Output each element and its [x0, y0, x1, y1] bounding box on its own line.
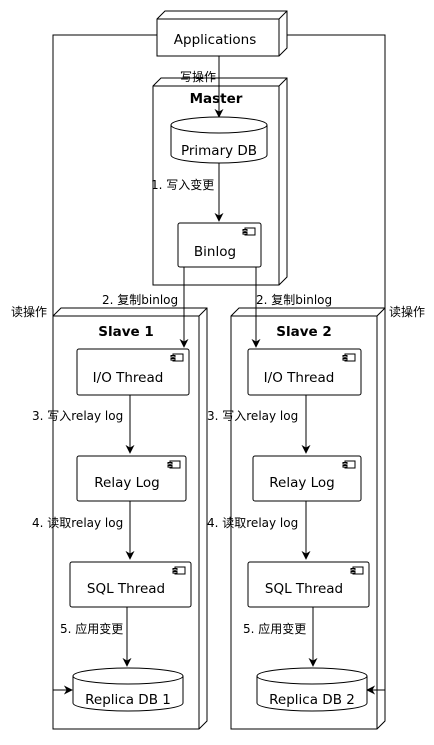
read-op-left-label: 读操作: [11, 304, 47, 319]
copy-binlog-edges: 2. 复制binlog 2. 复制binlog: [102, 267, 332, 348]
primary-db-label: Primary DB: [181, 143, 257, 159]
copy-binlog-label-1: 2. 复制binlog: [102, 293, 178, 307]
slave1-replica-db-label: Replica DB 1: [85, 692, 171, 708]
applications-label: Applications: [174, 32, 256, 48]
slave2-title: Slave 2: [276, 324, 332, 340]
read-edge-left: [52, 34, 157, 695]
slave2-node: Slave 2: [230, 307, 386, 730]
slave2-replica-db: Replica DB 2: [256, 667, 368, 712]
write-edge: 写操作: [180, 56, 224, 118]
master-title: Master: [190, 91, 243, 107]
write-changes-label: 1. 写入变更: [151, 177, 214, 192]
slave2-relay-log: Relay Log: [252, 455, 362, 502]
applications-node: Applications: [156, 10, 288, 57]
read-relay-label-1: 4. 读取relay log: [32, 516, 123, 530]
write-op-label: 写操作: [180, 69, 216, 84]
primary-db: Primary DB: [170, 116, 268, 164]
edge-write-changes: 1. 写入变更: [151, 163, 224, 222]
binlog-component: Binlog: [177, 222, 262, 268]
read-edges: 读操作 读操作: [11, 34, 425, 695]
slave1-title: Slave 1: [98, 324, 154, 340]
slave1-sql-thread: SQL Thread: [69, 561, 192, 608]
slave1-replica-db: Replica DB 1: [72, 667, 184, 712]
write-relay-label-2: 3. 写入relay log: [207, 409, 298, 423]
slave1-relay-log: Relay Log: [76, 455, 187, 502]
slave2-io-thread: I/O Thread: [247, 348, 362, 396]
slave2-replica-db-label: Replica DB 2: [269, 692, 355, 708]
slave1-io-thread-label: I/O Thread: [93, 370, 164, 386]
slave2-relay-log-label: Relay Log: [269, 475, 335, 491]
slave1-sql-thread-label: SQL Thread: [87, 581, 165, 597]
binlog-label: Binlog: [194, 244, 236, 260]
slave1-relay-log-label: Relay Log: [94, 475, 160, 491]
apply-changes-label-2: 5. 应用变更: [243, 621, 306, 636]
write-relay-label-1: 3. 写入relay log: [32, 409, 123, 423]
slave2-io-thread-label: I/O Thread: [264, 370, 335, 386]
slave1-io-thread: I/O Thread: [76, 348, 190, 396]
slave2-sql-thread: SQL Thread: [247, 561, 370, 608]
copy-binlog-label-2: 2. 复制binlog: [256, 293, 332, 307]
apply-changes-label-1: 5. 应用变更: [60, 621, 123, 636]
slave2-sql-thread-label: SQL Thread: [265, 581, 343, 597]
read-relay-label-2: 4. 读取relay log: [207, 516, 298, 530]
read-op-right-label: 读操作: [389, 304, 425, 319]
read-edge-right: [279, 34, 386, 695]
component-icon: [242, 227, 256, 236]
